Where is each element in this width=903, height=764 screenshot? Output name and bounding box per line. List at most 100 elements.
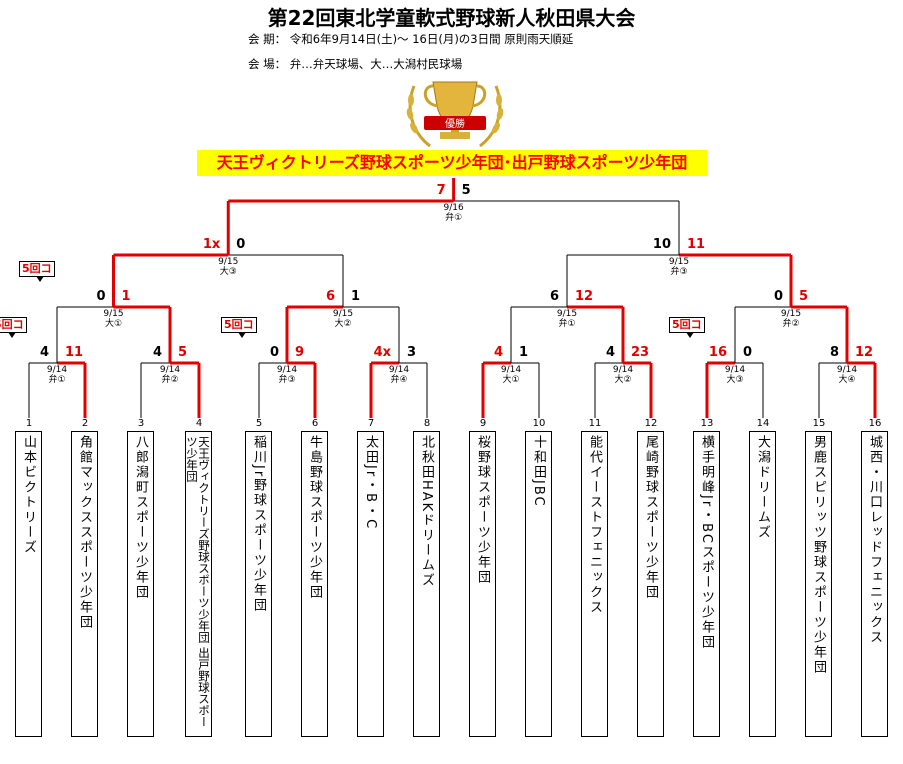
game-date: 9/14	[46, 365, 68, 375]
team-seed: 8	[423, 418, 431, 429]
team-box: 山本ビクトリーズ	[15, 431, 42, 737]
score-right: 11	[687, 237, 706, 252]
score-right: 1	[351, 289, 361, 304]
score-right: 5	[799, 289, 809, 304]
score-left: 0	[96, 289, 106, 304]
team-seed: 15	[812, 418, 826, 429]
game-venue: 弁②	[782, 319, 800, 329]
score-left: 10	[652, 237, 671, 252]
score-left: 1x	[202, 237, 221, 252]
team-box: 能代イーストフェニックス	[581, 431, 608, 737]
team-seed: 14	[756, 418, 770, 429]
team-name: 桜野球スポーツ少年団	[475, 435, 490, 585]
called-game-badge: 5回コ	[669, 317, 705, 338]
game-date: 9/15	[668, 257, 690, 267]
called-game-badge: 5回コ	[221, 317, 257, 338]
team-name: 横手明峰Jr・BCスポーツ少年団	[699, 435, 714, 650]
team-box: 桜野球スポーツ少年団	[469, 431, 496, 737]
game-venue: 弁③	[278, 375, 296, 385]
team-box: 尾崎野球スポーツ少年団	[637, 431, 664, 737]
game-date: 9/14	[836, 365, 858, 375]
score-left: 4	[152, 345, 162, 360]
game-date: 9/15	[556, 309, 578, 319]
team-name: 牛島野球スポーツ少年団	[307, 435, 322, 600]
team-seed: 10	[532, 418, 546, 429]
game-venue: 大①	[502, 375, 520, 385]
team-box: 十和田JBC	[525, 431, 552, 737]
score-right: 9	[295, 345, 305, 360]
score-left: 4	[605, 345, 615, 360]
team-box: 角館マックススポーツ少年団	[71, 431, 98, 737]
team-name: 大潟ドリームズ	[755, 435, 770, 540]
score-left: 7	[436, 183, 446, 198]
game-venue: 弁②	[161, 375, 179, 385]
game-venue: 大②	[614, 375, 632, 385]
team-name: 天王ヴィクトリーズ野球スポーツ少年団 出戸野球スポーツ少年団	[185, 436, 211, 728]
team-name: 能代イーストフェニックス	[587, 435, 602, 615]
score-left: 4x	[373, 345, 391, 360]
game-venue: 大②	[334, 319, 352, 329]
team-name: 尾崎野球スポーツ少年団	[643, 435, 658, 600]
team-seed: 16	[868, 418, 882, 429]
team-name: 稲川Jr野球スポーツ少年団	[251, 435, 266, 614]
called-game-badge: 5回コ	[0, 317, 27, 338]
score-right: 3	[407, 345, 417, 360]
team-box: 城西・川口レッドフェニックス	[861, 431, 888, 737]
score-left: 0	[773, 289, 783, 304]
team-name: 十和田JBC	[531, 435, 546, 508]
game-date: 9/14	[612, 365, 634, 375]
team-seed: 3	[137, 418, 145, 429]
game-date: 9/14	[276, 365, 298, 375]
champion-banner: 天王ヴィクトリーズ野球スポーツ少年団･出戸野球スポーツ少年団	[197, 150, 707, 176]
team-box: 稲川Jr野球スポーツ少年団	[245, 431, 272, 737]
game-date: 9/16	[443, 203, 464, 213]
game-date: 9/15	[332, 309, 354, 319]
team-name: 八郎潟町スポーツ少年団	[133, 435, 148, 600]
score-right: 12	[855, 345, 874, 360]
team-seed: 5	[255, 418, 263, 429]
team-name: 男鹿スピリッツ野球スポーツ少年団	[811, 435, 826, 675]
game-venue: 弁①	[558, 319, 576, 329]
score-right: 0	[743, 345, 753, 360]
score-right: 12	[575, 289, 594, 304]
score-left: 4	[493, 345, 503, 360]
team-name: 角館マックススポーツ少年団	[77, 435, 92, 630]
game-date: 9/15	[218, 257, 239, 267]
game-venue: 弁③	[670, 267, 688, 277]
team-seed: 4	[195, 418, 203, 429]
score-left: 8	[829, 345, 839, 360]
game-date: 9/15	[103, 309, 124, 319]
team-seed: 2	[81, 418, 89, 429]
team-seed: 13	[700, 418, 714, 429]
team-box: 北秋田HAKドリームズ	[413, 431, 440, 737]
team-seed: 11	[588, 418, 602, 429]
game-venue: 弁①	[445, 213, 463, 223]
team-seed: 1	[25, 418, 33, 429]
team-name: 山本ビクトリーズ	[21, 435, 36, 555]
score-right: 11	[65, 345, 84, 360]
score-left: 0	[269, 345, 279, 360]
score-left: 6	[549, 289, 559, 304]
game-date: 9/14	[388, 365, 410, 375]
game-date: 9/14	[724, 365, 746, 375]
game-date: 9/14	[500, 365, 522, 375]
score-right: 1	[121, 289, 131, 304]
team-seed: 6	[311, 418, 319, 429]
score-right: 23	[631, 345, 650, 360]
page-title: 第22回東北学童軟式野球新人秋田県大会	[267, 6, 636, 30]
team-box: 太田Jr・B・C	[357, 431, 384, 737]
score-left: 6	[325, 289, 335, 304]
trophy-label: 優勝	[445, 117, 465, 130]
game-date: 9/14	[159, 365, 181, 375]
game-date: 9/15	[780, 309, 802, 319]
team-name: 太田Jr・B・C	[363, 435, 378, 531]
trophy-icon: 優勝	[406, 81, 504, 148]
venues-line: 会 場： 弁…弁天球場、大…大潟村民球場	[248, 57, 463, 71]
score-right: 5	[178, 345, 188, 360]
team-name: 城西・川口レッドフェニックス	[867, 435, 882, 645]
team-box: 横手明峰Jr・BCスポーツ少年団	[693, 431, 720, 737]
team-box: 天王ヴィクトリーズ野球スポーツ少年団 出戸野球スポーツ少年団	[185, 431, 212, 737]
score-right: 0	[236, 237, 246, 252]
score-left: 4	[39, 345, 49, 360]
